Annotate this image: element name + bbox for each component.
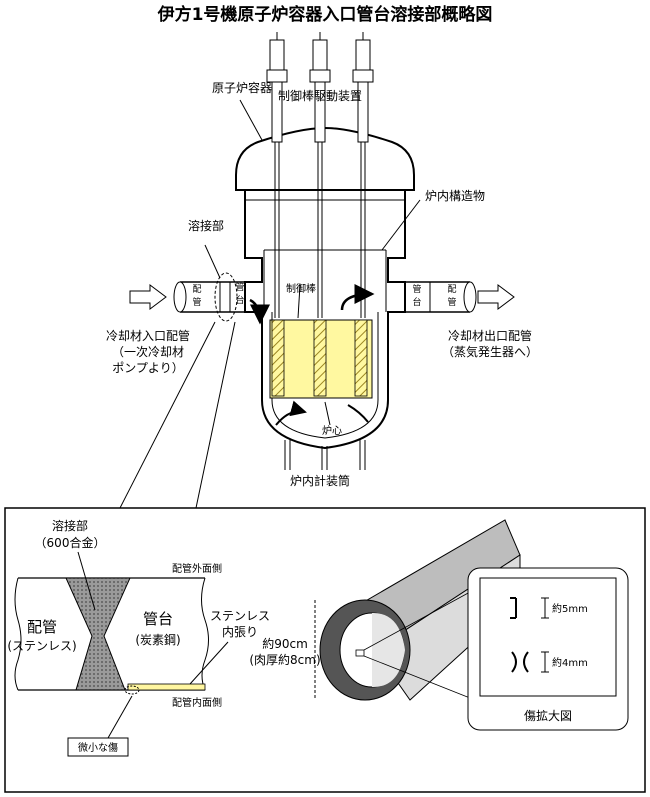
leader-lines [119, 99, 421, 509]
label-small-flaw: 微小な傷 [78, 741, 118, 754]
core-inflow-arrow-right [347, 404, 369, 423]
label-enlarged-title: 傷拡大図 [524, 708, 572, 723]
weld-title-1: 溶接部 [52, 518, 88, 533]
inlet-caption-2: （一次冷却材 [112, 345, 184, 359]
outlet-caption-1: 冷却材出口配管 [448, 328, 532, 343]
label-nozzle-right-2: (炭素鋼) [135, 633, 180, 647]
inlet-pipe-char-1: 配 [192, 284, 201, 295]
inlet-caption-1: 冷却材入口配管 [106, 328, 190, 343]
label-core: 炉心 [322, 425, 342, 437]
label-crdm: 制御棒駆動装置 [278, 88, 362, 103]
label-flaw2-size: 約4mm [552, 656, 588, 669]
inlet-nozzle-char-1: 管 [235, 281, 244, 293]
crdm-assembly [266, 32, 374, 318]
label-pipe-left-2: (ステンレス) [7, 639, 76, 653]
pipe-cylinder [319, 519, 521, 701]
core-inflow-arrow [275, 400, 307, 426]
weld-location-marker [214, 272, 238, 322]
weld-leader [77, 551, 96, 611]
inlet-pipe-char-2: 管 [192, 296, 201, 308]
label-lining-1: ステンレス [210, 609, 270, 623]
label-reactor-vessel: 原子炉容器 [212, 80, 272, 95]
upflow-arrow [340, 284, 375, 311]
inlet-flow-arrow [129, 284, 167, 310]
label-nozzle-right-1: 管台 [143, 610, 173, 628]
incore-instrument-tubes [284, 440, 366, 470]
label-pipe-outer: 配管外面側 [172, 562, 222, 575]
label-diameter-2: (肉厚約8cm) [249, 652, 320, 667]
lining-leader [189, 641, 229, 685]
outlet-caption-2: （蒸気発生器へ） [442, 344, 538, 359]
weld-title-2: （600合金） [35, 535, 106, 550]
outlet-nozzle-char-2: 台 [412, 296, 421, 308]
outlet-flow-arrow [477, 284, 515, 310]
enlarged-flaw-panel [467, 567, 629, 731]
inlet-nozzle-char-2: 台 [235, 294, 244, 306]
small-flaw-box [67, 737, 129, 757]
label-lining-2: 内張り [222, 625, 258, 639]
crdm-left [266, 32, 288, 318]
outlet-nozzle-char-1: 管 [412, 283, 421, 295]
downflow-arrow [249, 298, 270, 325]
diagram-title: 伊方1号機原子炉容器入口管台溶接部概略図 [157, 4, 493, 25]
outlet-pipe-char-1: 配 [447, 284, 456, 295]
inlet-pipe [173, 281, 245, 313]
crdm-middle [309, 32, 331, 318]
label-weld-part: 溶接部 [188, 218, 224, 233]
outlet-pipe [405, 281, 477, 313]
label-control-rod: 制御棒 [286, 282, 316, 295]
label-pipe-inner: 配管内面側 [172, 696, 222, 709]
inlet-caption-3: ポンプより） [112, 361, 183, 375]
reactor-vessel [235, 126, 415, 450]
outlet-pipe-char-2: 管 [447, 296, 456, 308]
reactor-core [269, 319, 373, 399]
label-pipe-left-1: 配管 [27, 618, 57, 636]
label-incore-instrument: 炉内計装筒 [290, 473, 350, 488]
weld-cross-section [14, 577, 209, 695]
flaw-leader [107, 695, 133, 739]
label-flaw1-size: 約5mm [552, 602, 588, 615]
label-core-internals: 炉内構造物 [425, 189, 485, 203]
label-diameter-1: 約90cm [262, 636, 308, 651]
